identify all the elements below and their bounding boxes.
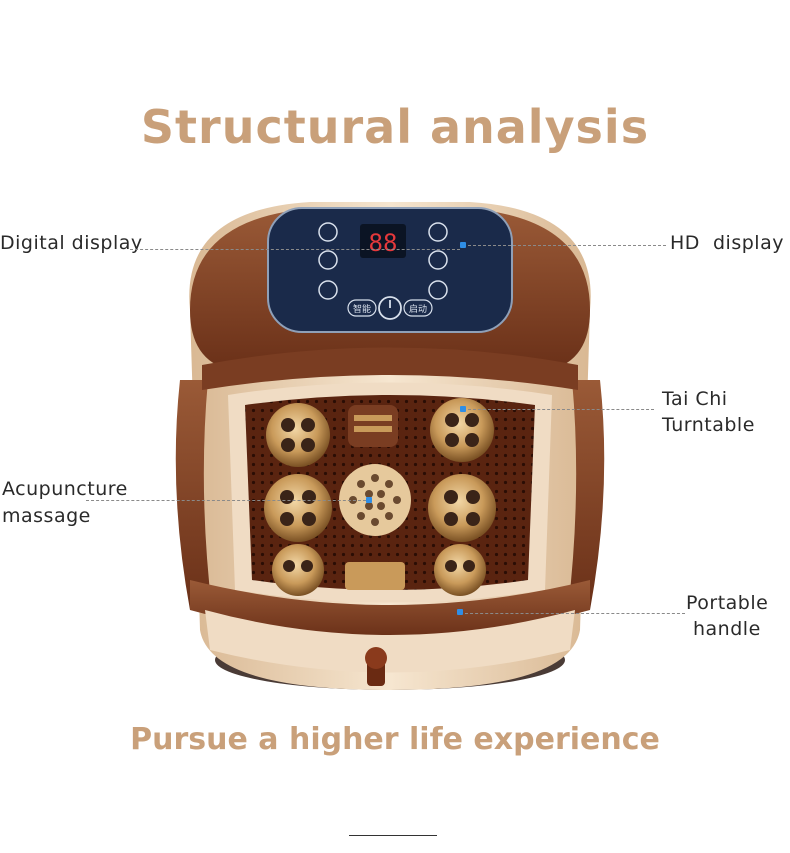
marker-dot — [460, 242, 466, 248]
leader-line — [468, 409, 654, 410]
acupuncture-head — [339, 464, 411, 536]
panel-button-icon — [428, 222, 448, 242]
lcd-value: 88 — [369, 229, 398, 257]
callout-digital-display: Digital display — [0, 232, 143, 254]
marker-dot — [457, 609, 463, 615]
foot-spa-illustration: 88 智能 启动 — [175, 202, 605, 690]
panel-button-icon — [318, 250, 338, 270]
leader-line — [468, 245, 666, 246]
callout-portable-line2: handle — [693, 618, 761, 640]
massage-rollers — [264, 398, 496, 596]
power-icon — [378, 296, 402, 320]
callout-hd-display: HD display — [670, 232, 784, 254]
callout-tai-chi-line2: Turntable — [662, 414, 755, 436]
drain-plug — [365, 647, 387, 686]
panel-button-icon — [318, 280, 338, 300]
bottom-divider — [349, 835, 437, 836]
page-title: Structural analysis — [140, 100, 650, 154]
callout-acupuncture-line1: Acupuncture — [2, 478, 128, 500]
callout-tai-chi-line1: Tai Chi — [662, 388, 728, 410]
panel-button-icon — [318, 222, 338, 242]
control-panel: 88 智能 启动 — [267, 207, 513, 333]
marker-dot — [366, 497, 372, 503]
panel-button-icon — [428, 250, 448, 270]
leader-line — [465, 613, 685, 614]
tagline: Pursue a higher life experience — [130, 722, 660, 757]
panel-button-icon — [428, 280, 448, 300]
leader-line — [130, 249, 460, 250]
smart-button-label: 智能 — [353, 303, 371, 315]
start-button-label: 启动 — [409, 303, 427, 315]
front-rim — [190, 580, 590, 638]
leader-line — [86, 500, 366, 501]
callout-acupuncture-line2: massage — [2, 505, 91, 527]
marker-dot — [460, 406, 466, 412]
callout-portable-line1: Portable — [686, 592, 769, 614]
